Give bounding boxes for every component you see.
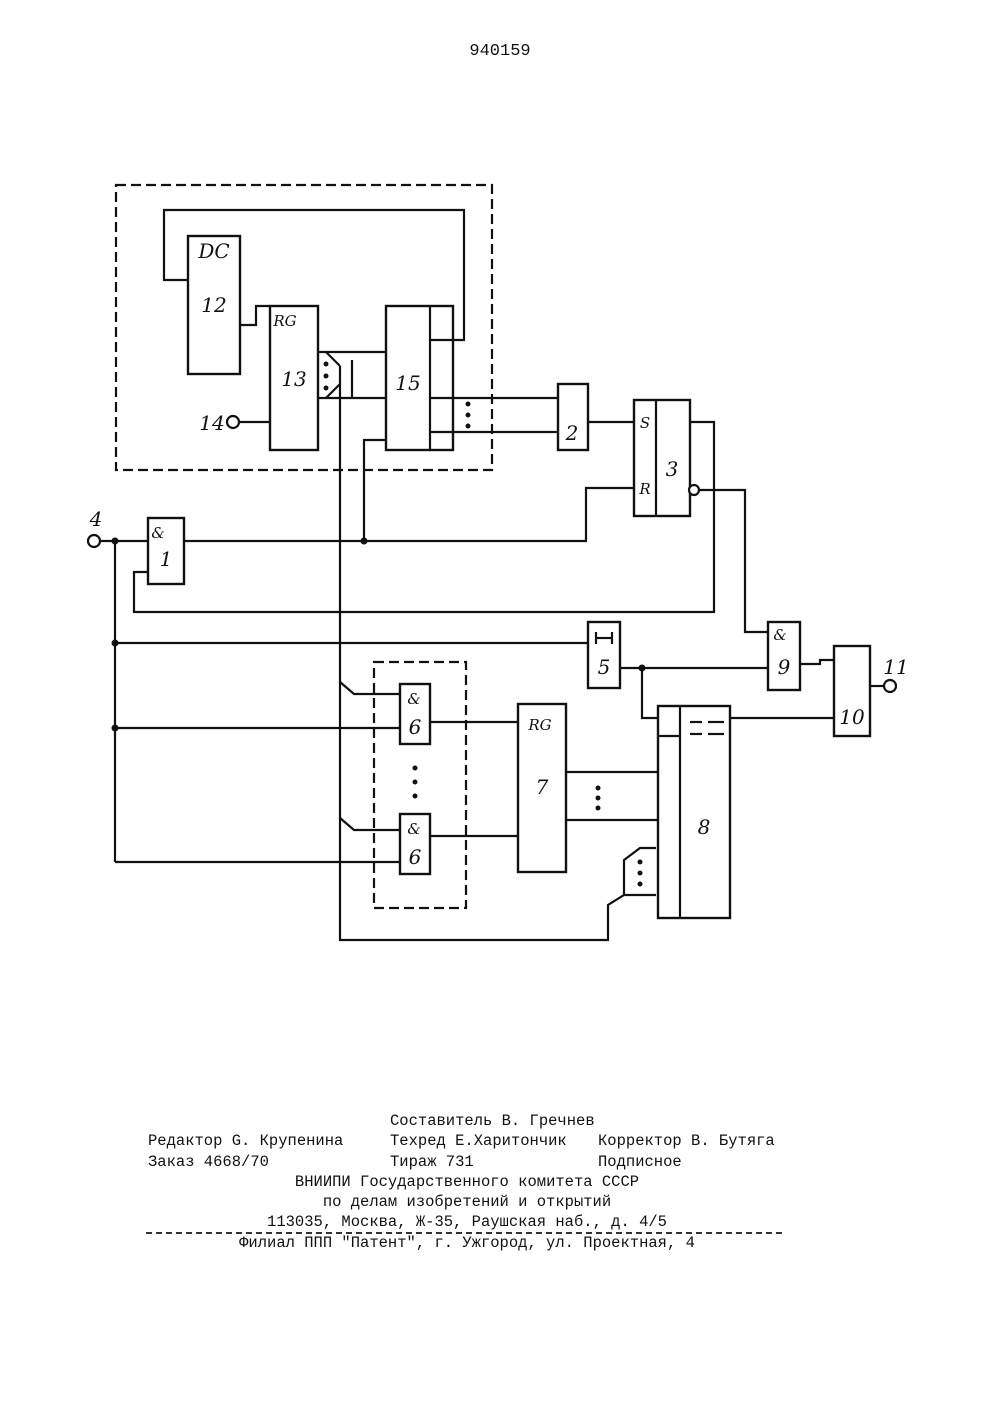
and6a-number: 6 [409,715,422,739]
ff3-number: 3 [666,457,679,481]
pin11-label: 11 [883,655,908,679]
imprint-order: Заказ 4668/70 [148,1153,269,1171]
comparator-block-8 [658,706,730,918]
block10-number: 10 [839,705,865,729]
ellipsis-gates [413,766,418,799]
delay5-number: 5 [598,655,611,679]
block2-number: 2 [565,421,579,445]
block8-number: 8 [698,815,711,839]
and9-number: 9 [778,655,791,679]
pin-4 [88,535,100,547]
and1-tag: & [151,524,164,542]
imprint-techred: Техред Е.Харитончик [390,1132,567,1150]
ff3-r-label: R [638,480,650,498]
pin14-label: 14 [199,411,224,435]
and6b-number: 6 [409,845,422,869]
rg13-number: 13 [281,367,306,391]
and6b-tag: & [407,820,420,838]
pin-11 [884,680,896,692]
imprint-circulation: Тираж 731 [390,1153,474,1171]
imprint-org2: по делам изобретений и открытий [150,1193,784,1211]
pin-14 [227,416,239,428]
ellipsis-rg13 [324,362,329,391]
block15-number: 15 [395,371,420,395]
imprint-org1: ВНИИПИ Государственного комитета СССР [150,1173,784,1191]
rg7-number: 7 [536,775,549,799]
rg7-tag: RG [527,716,551,734]
imprint-compiler: Составитель В. Гречнев [390,1112,595,1130]
imprint-branch: Филиал ППП "Патент", г. Ужгород, ул. Про… [150,1234,784,1252]
ellipsis-8 [638,860,643,887]
ff3-s-label: S [640,414,650,432]
rg13-tag: RG [272,312,296,330]
and9-tag: & [773,626,786,644]
imprint-corrector: Корректор В. Бутяга [598,1132,775,1150]
ellipsis-rg7 [596,786,601,811]
and6a-tag: & [407,690,420,708]
pin4-label: 4 [89,507,103,531]
imprint-address: 113035, Москва, Ж-35, Раушская наб., д. … [150,1213,784,1231]
imprint-subscription: Подписное [598,1153,682,1171]
and1-number: 1 [160,547,173,571]
dc-number: 12 [201,293,226,317]
dc-tag: DC [197,239,229,263]
inverted-output-bubble [689,485,699,495]
imprint-editor: Редактор G. Крупенина [148,1132,343,1150]
ellipsis-15 [466,402,471,429]
